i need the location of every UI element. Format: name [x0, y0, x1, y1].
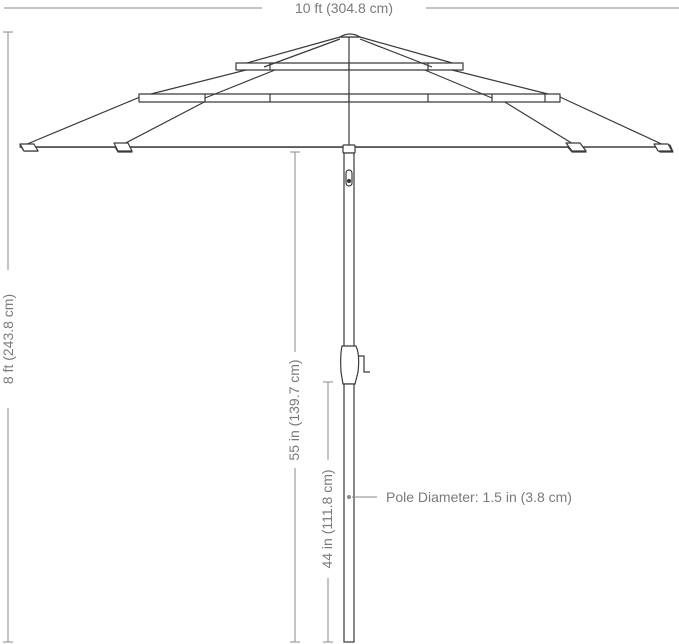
pole-lower — [343, 383, 355, 643]
canopy-tier-bottom-outer-panel — [19, 96, 669, 148]
rib-tip-inner-right — [565, 142, 587, 152]
pole-diameter-label: Pole Diameter: 1.5 in (3.8 cm) — [386, 489, 572, 505]
tilt-button — [345, 169, 353, 187]
canopy-rib — [117, 98, 211, 148]
rib-tip-inner-left — [113, 142, 133, 152]
canopy-rib — [419, 67, 493, 99]
pole-diameter-callout — [347, 495, 377, 499]
pole-diameter-marker — [347, 495, 351, 499]
pole-top-collar — [342, 144, 356, 154]
crank-handle — [358, 355, 370, 373]
height-label: 8 ft (243.8 cm) — [0, 294, 16, 384]
canopy-rib — [359, 38, 433, 68]
height-dimension — [3, 31, 13, 643]
tilt-height-label: 44 in (111.8 cm) — [319, 469, 335, 568]
finial — [339, 33, 361, 38]
rib-tip-right-outer — [653, 143, 673, 152]
width-label: 10 ft (304.8 cm) — [295, 0, 393, 16]
crank-height-label: 55 in (139.7 cm) — [286, 359, 302, 460]
tilt-button-dot — [346, 178, 352, 184]
crank-housing — [340, 345, 360, 385]
tilt-height-dimension — [323, 381, 333, 643]
crank-height-dimension — [290, 151, 300, 643]
canopy-rib — [499, 98, 579, 148]
canopy-rib — [263, 38, 341, 68]
canopy-rib — [204, 67, 281, 99]
canopy-tier-bottom-outer — [19, 96, 673, 152]
umbrella-pole — [340, 144, 370, 643]
umbrella-canopy — [19, 33, 674, 153]
rib-tip-left-outer — [19, 143, 39, 152]
